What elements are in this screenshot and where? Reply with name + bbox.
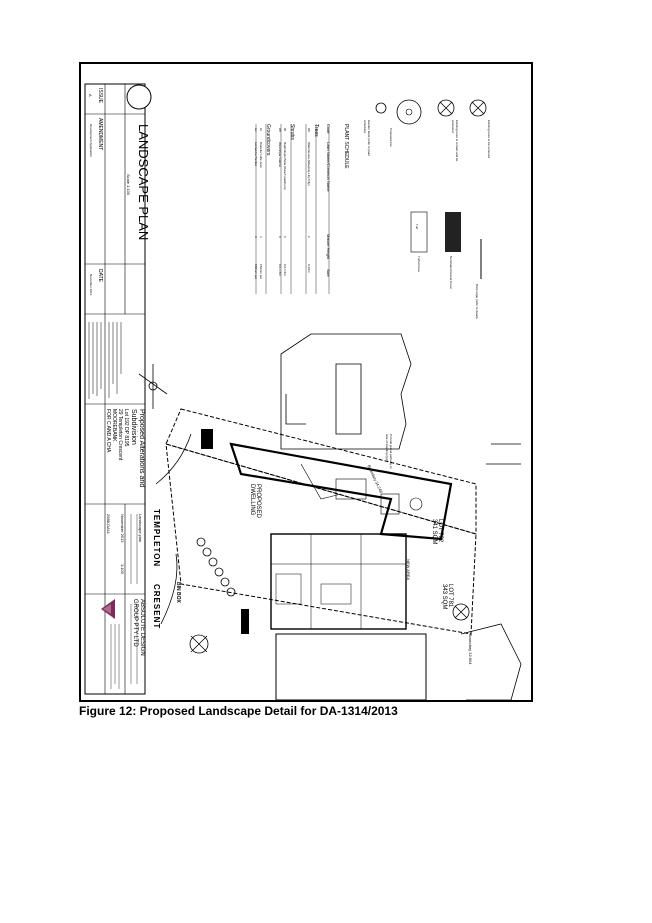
- legend-retained: Existing trees to remain and be protecte…: [451, 120, 459, 162]
- removed-tree-symbol: [469, 99, 487, 117]
- schedule-code-label: Code: [326, 124, 331, 134]
- schedule-row-size: 150mm pot: [254, 264, 258, 280]
- schedule-row-code: Lo: [254, 128, 258, 132]
- schedule-row-name: Westringia 'Glabra': [278, 142, 282, 168]
- legend-gravel: Nominated Gravel Cover: [449, 256, 453, 290]
- neighbour-building-top: [280, 333, 412, 450]
- schedule-row-code: Wf: [278, 128, 282, 132]
- garden-bed-symbol: [375, 102, 387, 114]
- lot-782-label: LOT 782: [437, 519, 443, 543]
- lot-781-label: LOT 781: [447, 584, 453, 608]
- plan-svg: [84, 83, 522, 700]
- firm-name-2: GROUP PTY LTD: [132, 599, 138, 647]
- amendment-value: Development Application: [89, 124, 93, 158]
- legend-turf-short: Turf: [415, 224, 419, 230]
- landscape-plan-drawing: LANDSCAPE PLAN Scale 1:100 ISSUE AMENDME…: [79, 62, 533, 702]
- schedule-row-height: 2: [307, 236, 311, 238]
- schedule-shrubs-label: Shrubs: [289, 124, 295, 140]
- proposed-dwelling: [229, 442, 453, 541]
- street-elements: [155, 433, 470, 654]
- existing-dwelling: [270, 533, 407, 630]
- bin-label: BIN BOX: [175, 582, 181, 603]
- schedule-row-size: 0.6-1.5m: [283, 264, 287, 276]
- schedule-row-height: 6: [283, 236, 287, 238]
- legend-garden: Garden beds (refer to plant schedule): [363, 120, 371, 157]
- project-line-3: Lot 192 DP 8195: [123, 409, 129, 447]
- legend-proposed: Proposed tree: [389, 128, 393, 147]
- schedule-row-code: Rf: [283, 128, 287, 131]
- lot-boundaries: [165, 408, 477, 635]
- legend-brick: Brick edge (refer to detail): [475, 284, 479, 319]
- new-area-label: NEW AREA: [406, 559, 411, 581]
- legend-symbols: [375, 99, 487, 279]
- schedule-row-height: 3: [254, 236, 258, 238]
- schedule-name-label: Latin Name/Common Name: [326, 142, 331, 192]
- schedule-size-label: Size: [326, 269, 331, 277]
- schedule-row-name: Raphiolepis Bella (Dwarf Hawthorn): [283, 142, 287, 190]
- boundary-2: Boundary 32.604: [468, 634, 473, 665]
- garage-block: [275, 633, 427, 700]
- amendment-header: AMENDMENT: [97, 118, 103, 151]
- plan-title: LANDSCAPE PLAN: [136, 124, 151, 241]
- plant-schedule-lines: [255, 124, 330, 294]
- adjacent-lot-right: [460, 443, 522, 700]
- schedule-row-code: Wt: [307, 128, 311, 132]
- scale-small: 1:100: [120, 564, 125, 575]
- figure-caption: Figure 12: Proposed Landscape Detail for…: [79, 704, 398, 718]
- turf-symbol: [410, 211, 428, 253]
- project-line-6: FOR C AND A CHA: [105, 409, 111, 453]
- schedule-row-code: Ci: [259, 128, 263, 131]
- retained-tree-symbol: [437, 99, 455, 117]
- schedule-qty-label: Mature Height: [326, 234, 331, 260]
- schedule-row-name: Waterhousia (Weeping Lilly Pilly): [307, 142, 311, 186]
- schedule-row-size: 6-10m: [307, 264, 311, 273]
- street-name-2: CRESENT: [152, 584, 161, 630]
- project-line-1: Proposed Alterations and: [138, 409, 145, 488]
- dwelling-label: DWELLING: [249, 484, 255, 516]
- project-line-4: 29 Templeton Crescent: [117, 409, 123, 461]
- gravel-symbol: [445, 212, 461, 252]
- schedule-trees-label: Trees: [313, 124, 319, 137]
- firm-name-1: ABSOLUTE DESIGN: [139, 599, 145, 656]
- schedule-row-size: 150mm pot: [259, 264, 263, 280]
- date-small: November 2013: [120, 514, 125, 543]
- north-arrow: [138, 364, 168, 409]
- date-value: November 2013: [89, 274, 93, 296]
- project-line-2: Subdivision: [130, 409, 137, 445]
- side-gate: [241, 609, 249, 634]
- title-block: [84, 83, 152, 695]
- schedule-heading: PLANT SCHEDULE: [343, 124, 349, 169]
- legend-turf: Turfed Area: [417, 256, 421, 272]
- title-circle: [126, 84, 152, 110]
- proposed-tree-symbol: [396, 99, 422, 125]
- issue-value: A: [88, 94, 93, 97]
- legend-removed: Existing trees to be removed: [487, 120, 491, 159]
- job-number: 2588-DA11: [106, 514, 111, 534]
- project-line-5: MOOREBANK: [111, 409, 117, 442]
- date-header: DATE: [97, 269, 103, 282]
- street-name: TEMPLETON: [152, 509, 161, 568]
- schedule-row-height: 6: [278, 236, 282, 238]
- schedule-row-height: 3: [259, 236, 263, 238]
- schedule-row-name: Lomandra 'Tanika': [254, 142, 258, 167]
- schedule-row-name: Dianella 'Little Jess': [259, 142, 263, 169]
- schedule-row-size: 0.6-1.5m: [278, 264, 282, 276]
- lot-782-area: 341 SQM: [431, 519, 437, 545]
- issue-header: ISSUE: [97, 88, 103, 104]
- plan-scale: Scale 1:100: [126, 174, 131, 196]
- bin-box: [201, 429, 213, 449]
- lot-781-area: 343 SQM: [441, 584, 447, 610]
- schedule-ground-label: Groundcovers: [265, 124, 271, 156]
- proposed-label: PROPOSED: [255, 484, 261, 519]
- privacy-note: Provide gravel pathway to side of dwelli…: [385, 434, 393, 469]
- drawing-title-small: Landscape plan: [138, 514, 143, 543]
